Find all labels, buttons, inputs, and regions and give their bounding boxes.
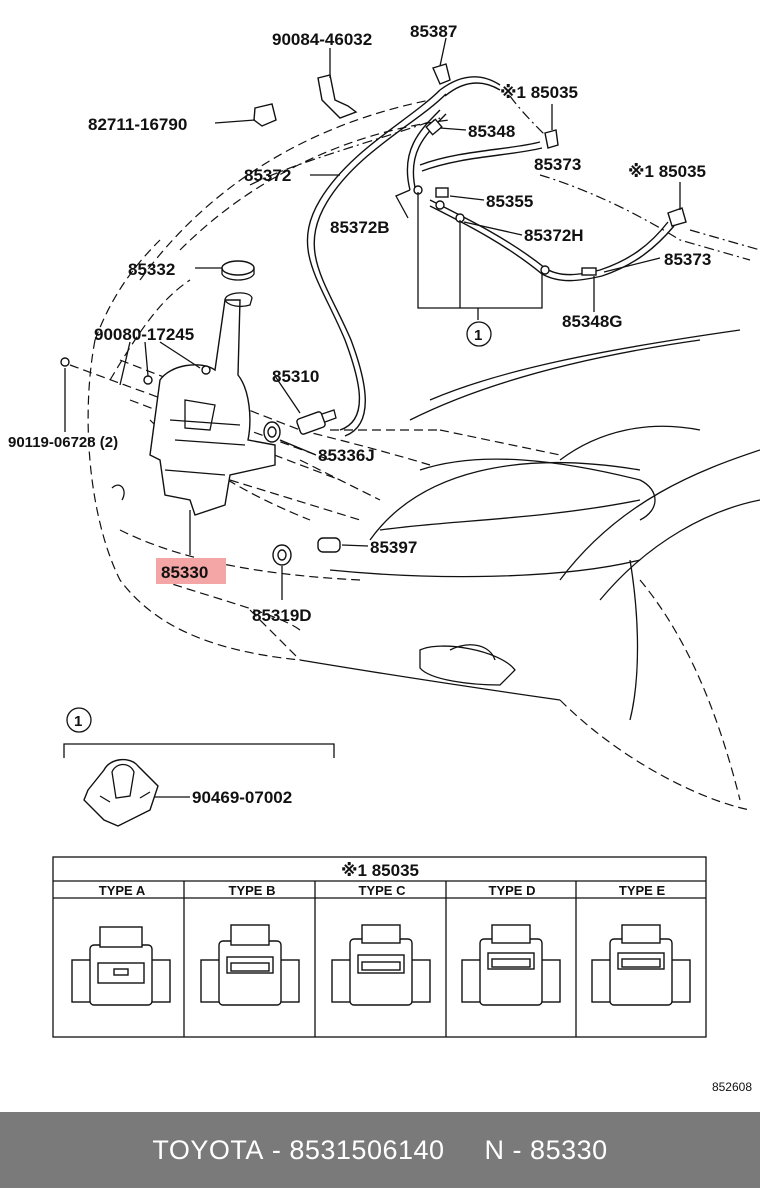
label-85372: 85372	[244, 166, 291, 185]
type-c-header: TYPE C	[359, 883, 407, 898]
connector-type-b-icon	[200, 924, 300, 1006]
washer-pump	[263, 409, 337, 443]
label-85372h: 85372H	[524, 226, 584, 245]
footer-brand: TOYOTA	[152, 1134, 264, 1165]
label-85348: 85348	[468, 122, 515, 141]
highlight-85330	[156, 558, 226, 584]
circle-marker-1	[466, 321, 492, 347]
parts-diagram: 90084-46032 85387 82711-16790 ※1 85035 8…	[8, 22, 760, 1094]
detail-circle-1-text: 1	[74, 713, 82, 730]
clip-parts	[60, 63, 687, 367]
routing-lines	[249, 95, 760, 261]
connector-type-a-icon	[71, 926, 171, 1006]
label-90469-07002: 90469-07002	[192, 788, 292, 807]
table-title: ※1 85035	[341, 861, 419, 880]
type-table: ※1 85035 TYPE A TYPE B TYPE C TYPE D TYP…	[52, 856, 707, 1038]
label-90119-06728: 90119-06728 (2)	[8, 434, 118, 451]
tank-cap	[221, 260, 255, 281]
type-e-header: TYPE E	[619, 883, 666, 898]
connector-type-d-icon	[461, 924, 561, 1006]
label-85332: 85332	[128, 260, 175, 279]
footer-n-label: N	[484, 1134, 505, 1165]
connector-type-e-icon	[591, 924, 691, 1006]
label-85035-top: ※1 85035	[500, 83, 578, 102]
footer-bar: TOYOTA - 8531506140 N - 85330	[0, 1112, 760, 1188]
footer-gap	[445, 1135, 485, 1166]
footer-sep-1: -	[263, 1134, 290, 1165]
footer-sep-2: -	[504, 1134, 531, 1165]
diagram-code: 852608	[712, 1080, 752, 1094]
label-82711-16790: 82711-16790	[88, 115, 187, 134]
label-85373-top: 85373	[534, 155, 581, 174]
label-90084-46032: 90084-46032	[272, 30, 372, 49]
label-90080-17245: 90080-17245	[94, 325, 194, 344]
label-85310: 85310	[272, 367, 319, 386]
label-85397: 85397	[370, 538, 417, 557]
label-85035-right: ※1 85035	[628, 162, 706, 181]
type-b-header: TYPE B	[229, 883, 276, 898]
footer-part-number: 8531506140	[289, 1134, 445, 1165]
type-d-header: TYPE D	[489, 883, 536, 898]
washer-hoses	[306, 76, 675, 437]
label-85372b: 85372B	[330, 218, 390, 237]
label-85373-right: 85373	[664, 250, 711, 269]
detail-1: 1 90469-07002	[63, 707, 335, 827]
label-85336j: 85336J	[318, 446, 375, 465]
label-85330: 85330	[161, 563, 208, 582]
car-body-outline	[69, 99, 760, 811]
label-85348g: 85348G	[562, 312, 623, 331]
part-labels: 90084-46032 85387 82711-16790 ※1 85035 8…	[8, 22, 711, 625]
detail-circle-1	[66, 707, 92, 733]
leader-lines	[64, 37, 681, 798]
footer-n-value: 85330	[530, 1134, 608, 1165]
circle-marker-1-text: 1	[474, 327, 482, 344]
label-85387: 85387	[410, 22, 457, 41]
connector-type-c-icon	[331, 924, 431, 1006]
label-85355: 85355	[486, 192, 533, 211]
label-85319d: 85319D	[252, 606, 312, 625]
type-a-header: TYPE A	[99, 883, 146, 898]
level-sensor	[272, 537, 341, 566]
